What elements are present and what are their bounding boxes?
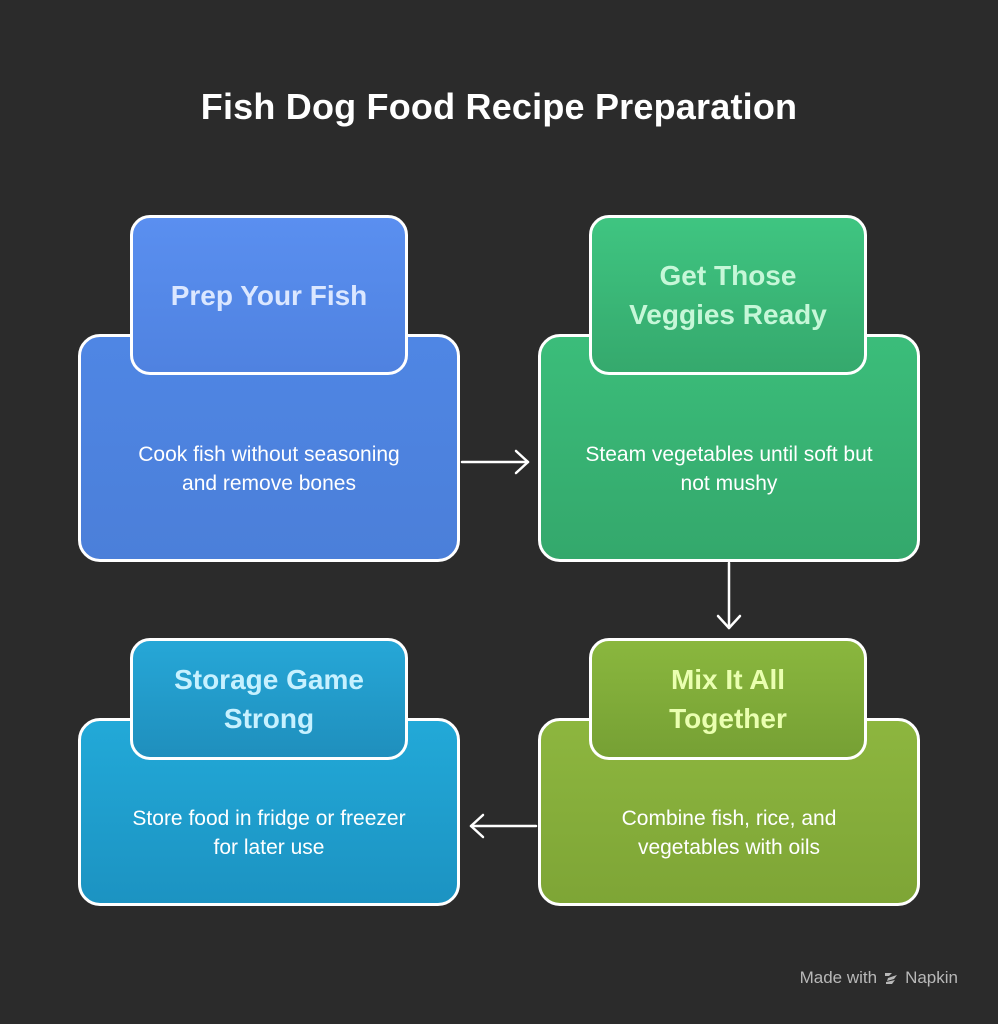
watermark-brand: Napkin bbox=[905, 968, 958, 987]
napkin-logo-icon bbox=[885, 973, 898, 984]
made-with-napkin-watermark: Made with Napkin bbox=[800, 968, 958, 988]
step-storage-heading: Storage Game Strong bbox=[174, 664, 364, 734]
step-prep-fish-description: Cook fish without seasoning and remove b… bbox=[138, 443, 400, 495]
step-veggies-header: Get Those Veggies Ready bbox=[589, 215, 867, 375]
arrow-down-icon bbox=[716, 561, 742, 630]
step-storage-header: Storage Game Strong bbox=[130, 638, 408, 760]
step-veggies-description: Steam vegetables until soft but not mush… bbox=[585, 443, 873, 495]
diagram-title: Fish Dog Food Recipe Preparation bbox=[200, 86, 798, 127]
step-mix-description: Combine fish, rice, and vegetables with … bbox=[621, 807, 837, 859]
step-mix-heading: Mix It All Together bbox=[669, 664, 787, 734]
step-mix-header: Mix It All Together bbox=[589, 638, 867, 760]
step-prep-fish-header: Prep Your Fish bbox=[130, 215, 408, 375]
step-veggies-heading: Get Those Veggies Ready bbox=[629, 260, 827, 330]
arrow-left-icon bbox=[469, 813, 538, 839]
arrow-right-icon bbox=[460, 449, 530, 475]
step-prep-fish-heading: Prep Your Fish bbox=[170, 279, 368, 311]
watermark-prefix: Made with bbox=[799, 968, 878, 987]
step-storage-description: Store food in fridge or freezer for late… bbox=[132, 807, 406, 859]
